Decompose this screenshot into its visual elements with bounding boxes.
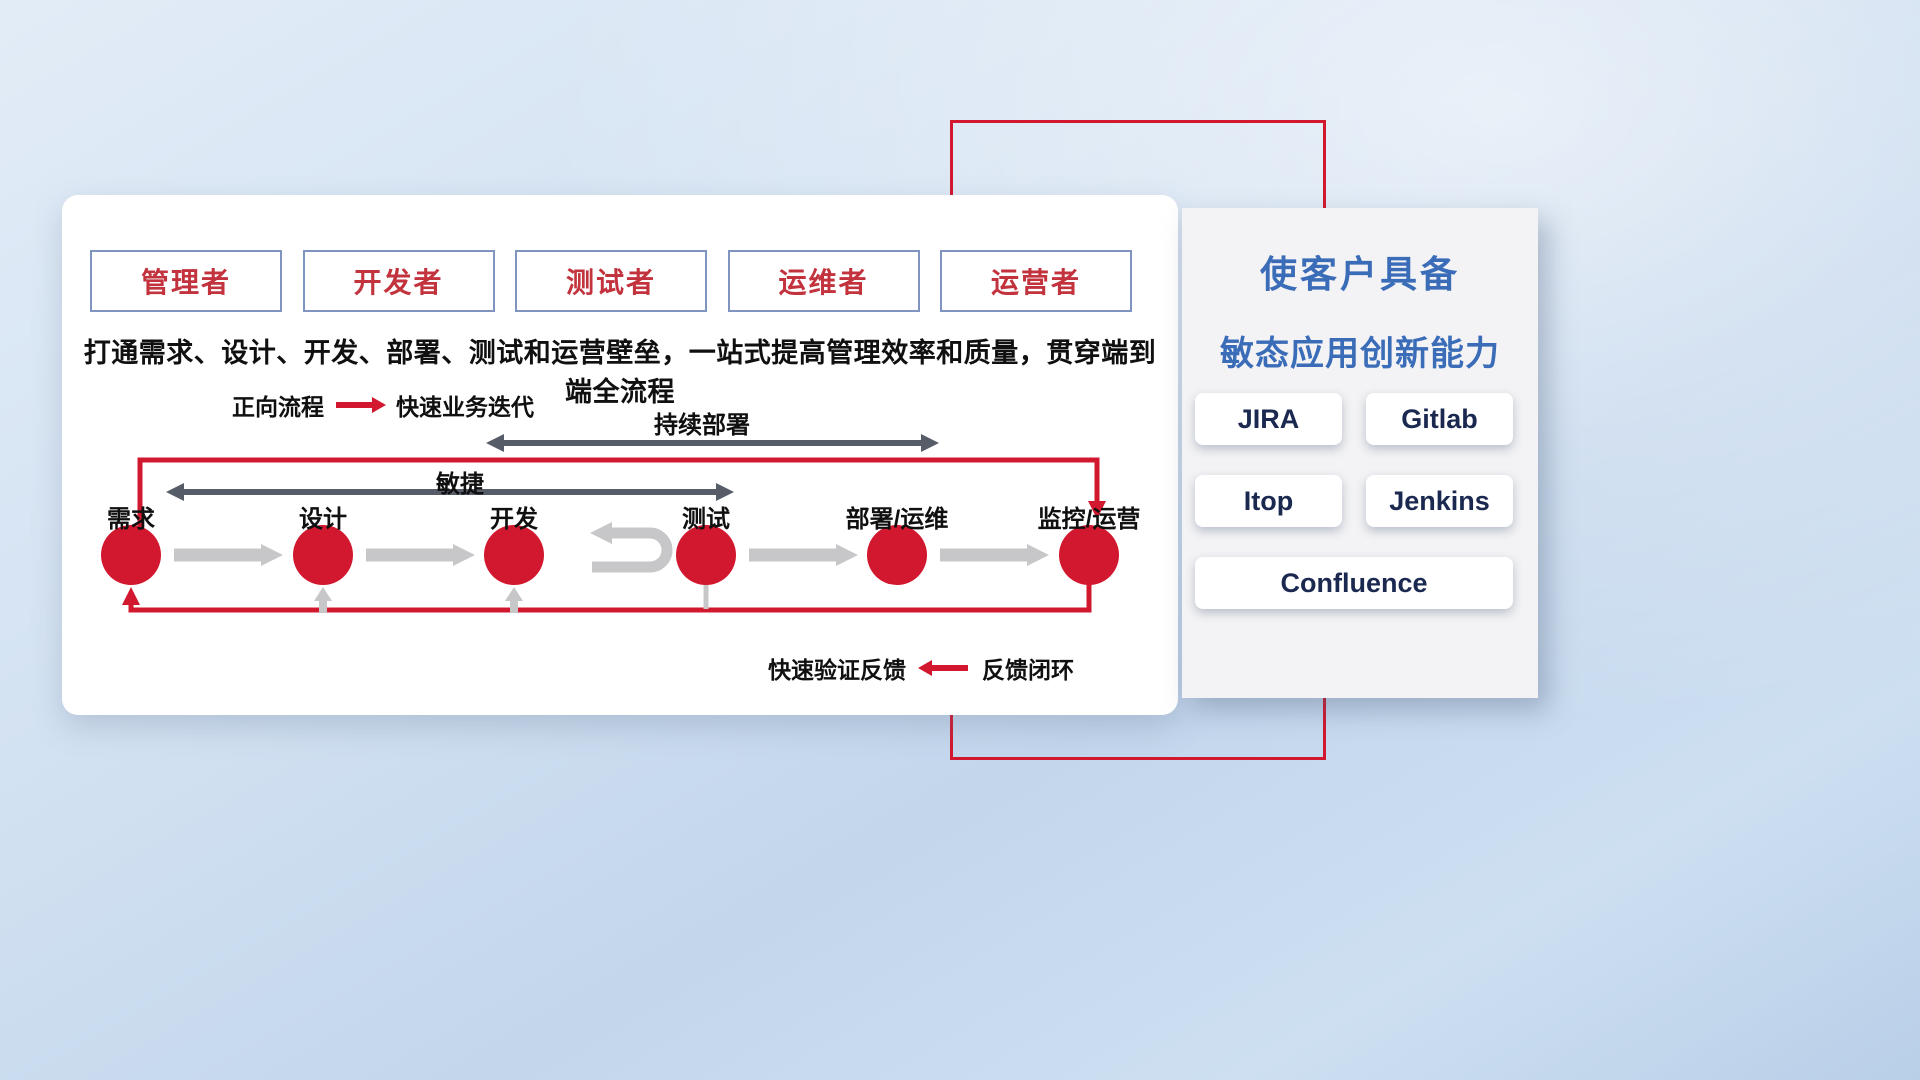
agile-span-arrow — [166, 483, 734, 501]
feedback-stub-arrow — [505, 587, 523, 613]
stage-label-develop: 开发 — [490, 506, 538, 533]
stage-circle — [676, 525, 736, 585]
feedback-loop-line — [122, 583, 1092, 613]
panel-subtitle: 打通需求、设计、开发、部署、测试和运营壁垒，一站式提高管理效率和质量，贯穿端到端… — [83, 338, 1157, 407]
role-box-manager: 管理者 — [90, 250, 282, 312]
legend-feedback-label: 快速验证反馈 — [768, 657, 906, 683]
stage-label-monitor-ops: 监控/运营 — [1037, 506, 1141, 533]
roles-row: 管理者 开发者 测试者 运维者 运营者 — [90, 250, 1132, 312]
role-label: 开发者 — [353, 267, 444, 298]
capability-title-line2: 敏态应用创新能力 — [1220, 335, 1500, 373]
role-box-developer: 开发者 — [302, 250, 495, 312]
stage-circle — [867, 525, 927, 585]
iterate-loop-icon — [590, 522, 673, 573]
legend-feedback-desc: 反馈闭环 — [982, 657, 1074, 683]
stage-label-design: 设计 — [299, 506, 347, 533]
role-box-operator: 运营者 — [940, 250, 1132, 312]
role-label: 运营者 — [990, 267, 1081, 298]
tool-gitlab: Gitlab — [1366, 393, 1513, 445]
legend-forward-desc: 快速业务迭代 — [396, 394, 534, 420]
capability-title-line1: 使客户具备 — [1260, 254, 1460, 295]
legend-forward: 正向流程 快速业务迭代 — [232, 388, 534, 422]
forward-loop-line — [137, 457, 1106, 527]
feedback-stub-arrow — [314, 587, 332, 613]
tool-itop: Itop — [1195, 475, 1342, 527]
deploy-span-label: 持续部署 — [654, 412, 750, 439]
stage-connector-arrow — [174, 544, 283, 566]
tool-confluence: Confluence — [1195, 557, 1513, 609]
stage-connector-arrow — [749, 544, 858, 566]
role-label: 运维者 — [778, 267, 869, 298]
stage-label-requirements: 需求 — [107, 506, 155, 533]
legend-forward-label: 正向流程 — [232, 394, 324, 420]
stage-circle — [101, 525, 161, 585]
flow-diagram-lines — [101, 434, 1119, 613]
role-label: 管理者 — [140, 267, 231, 298]
stage-connector-arrow — [940, 544, 1049, 566]
deploy-span-arrow — [486, 434, 939, 452]
capability-title: 使客户具备 敏态应用创新能力 — [1182, 208, 1538, 375]
tool-jenkins: Jenkins — [1366, 475, 1513, 527]
role-label: 测试者 — [565, 267, 656, 298]
role-box-ops: 运维者 — [727, 250, 920, 312]
feedback-arrow-icon — [918, 660, 968, 676]
stage-label-test: 测试 — [682, 506, 730, 533]
stage-connector-arrow — [366, 544, 475, 566]
devops-flow-panel: 管理者 开发者 测试者 运维者 运营者 打通需求、设计、开发、部署、测试和运营壁… — [62, 195, 1178, 715]
stage-circle — [484, 525, 544, 585]
tool-jira: JIRA — [1195, 393, 1342, 445]
stage-label-deploy-ops: 部署/运维 — [845, 506, 949, 533]
stage-circle — [1059, 525, 1119, 585]
legend-feedback: 快速验证反馈 反馈闭环 — [768, 651, 1074, 685]
capability-panel: 使客户具备 敏态应用创新能力 JIRA Gitlab Itop Jenkins … — [1182, 208, 1538, 698]
forward-arrow-icon — [336, 397, 386, 413]
tools-grid: JIRA Gitlab Itop Jenkins Confluence — [1195, 393, 1525, 609]
stage-circle — [293, 525, 353, 585]
agile-span-label: 敏捷 — [436, 471, 484, 498]
role-box-tester: 测试者 — [515, 250, 707, 312]
